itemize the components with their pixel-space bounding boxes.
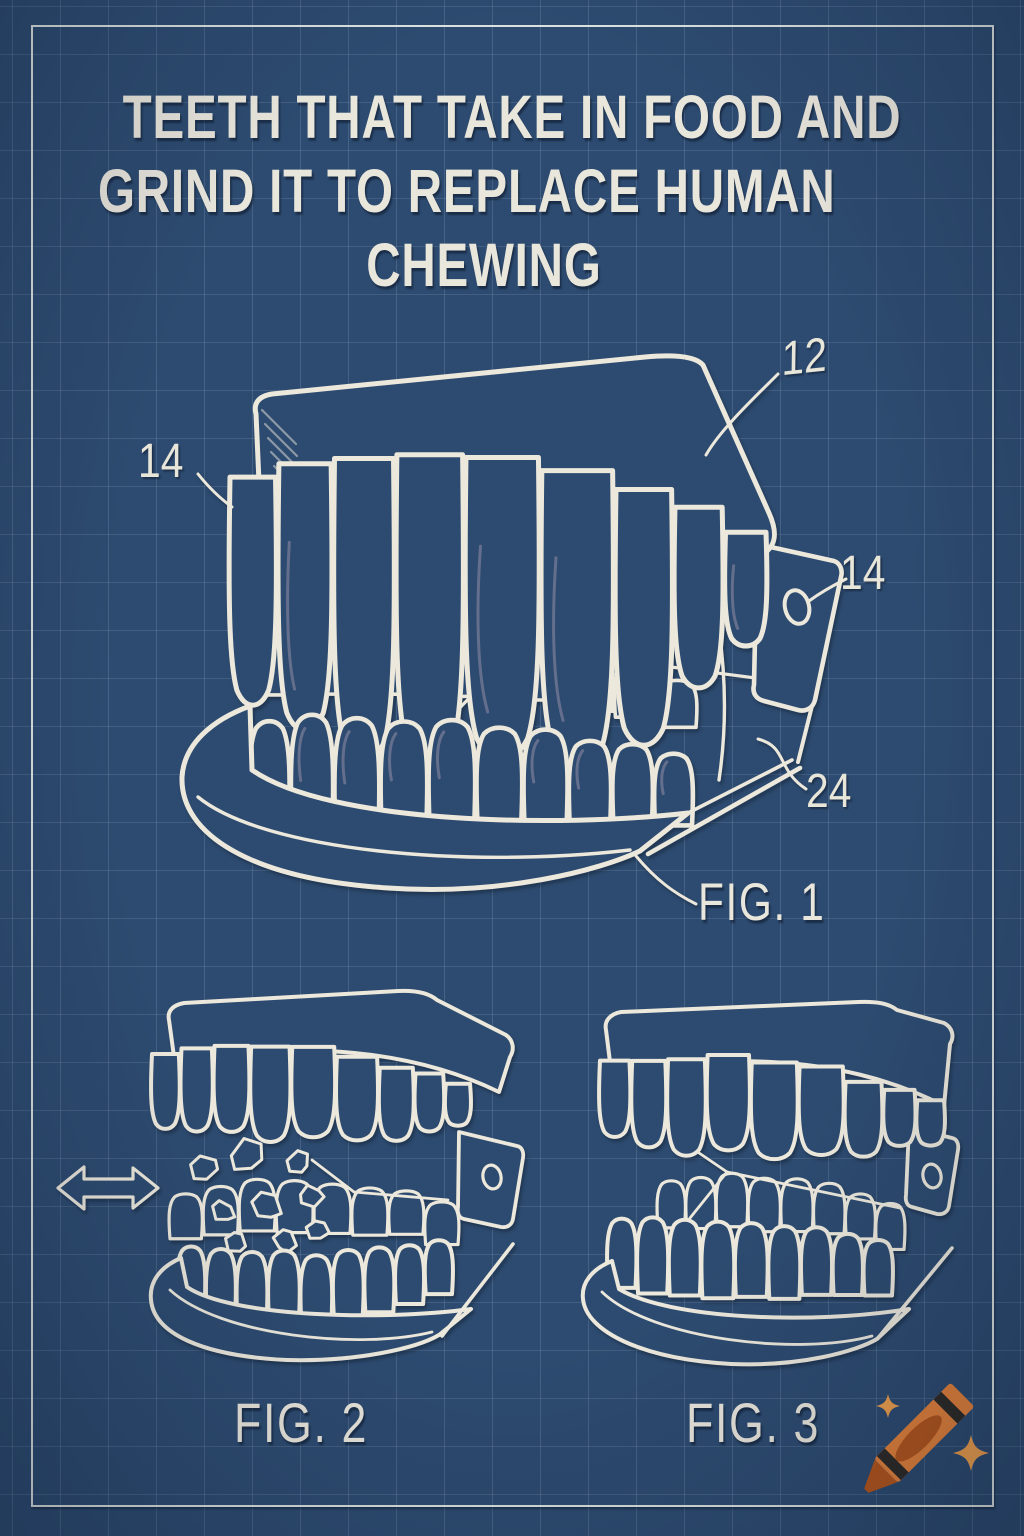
ref-label-12: 12 [781, 328, 828, 387]
figure-1-leader-lines [196, 372, 848, 906]
frame-border [31, 25, 994, 1507]
ref-label-14-left: 14 [138, 435, 184, 488]
crayon-body [864, 1383, 974, 1493]
page-title: TEETH THAT TAKE IN FOOD AND GRIND IT TO … [0, 80, 1024, 302]
ref-label-24: 24 [806, 765, 852, 818]
ref-label-14-right: 14 [840, 547, 886, 600]
figure-3-caption: FIG. 3 [686, 1391, 821, 1454]
figure-1-drawing [179, 353, 844, 892]
title-line-3: CHEWING [366, 231, 602, 299]
figure-3-drawing [580, 999, 961, 1367]
crayon-icon [864, 1383, 989, 1493]
figure-1-caption: FIG. 1 [698, 873, 826, 932]
sparkle-icon [876, 1394, 989, 1471]
title-line-2: GRIND IT TO REPLACE HUMAN [97, 157, 836, 225]
figure-2-drawing [56, 988, 526, 1363]
title-line-1: TEETH THAT TAKE IN FOOD AND [122, 83, 902, 151]
figure-2-caption: FIG. 2 [234, 1391, 369, 1454]
